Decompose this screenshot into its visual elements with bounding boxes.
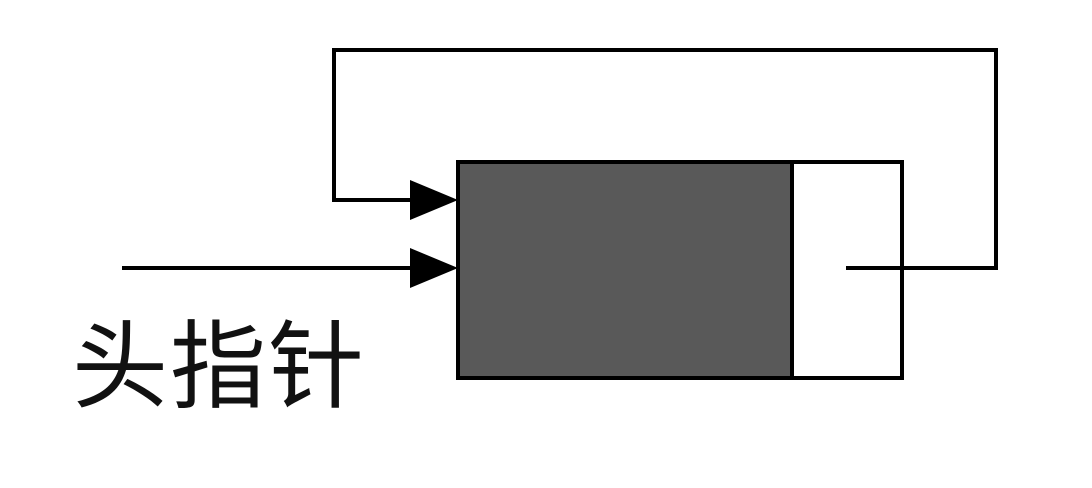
node-data-field [456, 160, 794, 380]
head-pointer-arrowhead [410, 248, 458, 288]
next-pointer-arrowhead [410, 180, 458, 220]
next-pointer-loop-line [332, 48, 998, 270]
head-pointer-label: 头指针 [72, 311, 366, 423]
